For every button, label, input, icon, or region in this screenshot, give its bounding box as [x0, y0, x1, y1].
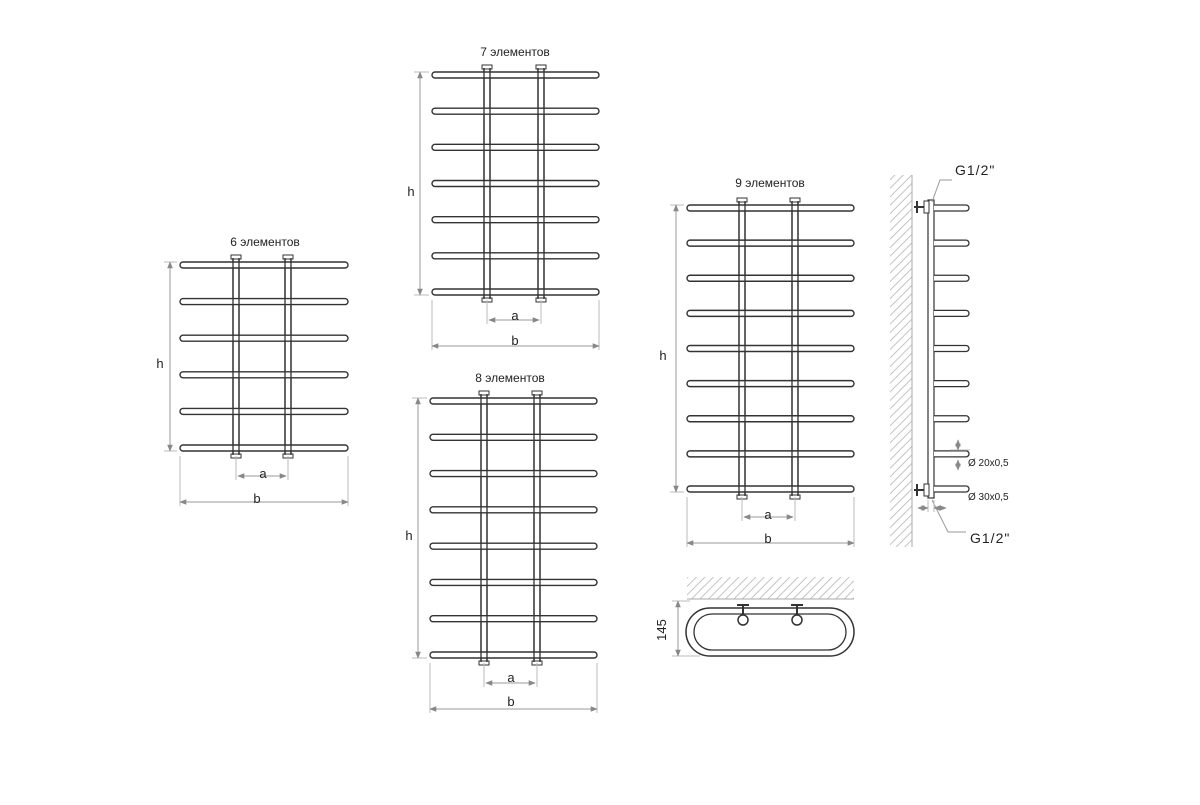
side-collector: [927, 199, 935, 499]
radiator-7-elements: [414, 64, 600, 350]
caption-8-elements: 8 элементов: [475, 371, 545, 385]
radiator-6-elements: [164, 254, 349, 506]
tube-6: [686, 379, 855, 388]
collector-cap-top: [282, 254, 294, 260]
leader-g-top: [931, 179, 952, 203]
side-tube: [934, 379, 970, 388]
collector-cap-top: [736, 197, 748, 203]
collector-cap-top: [478, 390, 490, 396]
label-g-bottom: G1/2": [970, 530, 1010, 546]
label-g-top: G1/2": [955, 162, 995, 178]
dim-a-7: a: [511, 308, 519, 323]
dim-b-8: b: [507, 694, 514, 709]
tube-5: [686, 344, 855, 353]
dim-b-6: b: [253, 491, 260, 506]
connector-nut: [923, 483, 930, 497]
radiator-9-elements: [670, 197, 855, 547]
side-tube: [934, 415, 970, 423]
tube-5: [179, 407, 349, 416]
tube-4: [429, 506, 598, 514]
top-view: [672, 577, 855, 657]
wall-hatch: [890, 175, 912, 547]
collector-cap-top: [230, 254, 242, 260]
tube-outline-inner: [693, 613, 847, 651]
tube-1: [429, 397, 598, 405]
connector-nut: [923, 200, 930, 214]
tube-1: [179, 261, 349, 269]
side-tube: [934, 274, 970, 282]
collector-cap-top: [535, 64, 547, 70]
tube-2: [429, 433, 598, 441]
side-tube: [934, 485, 970, 493]
side-tube: [934, 239, 970, 247]
tube-3: [429, 469, 598, 478]
tube-7: [686, 415, 855, 423]
tube-3: [431, 143, 600, 152]
dim-h-9: h: [659, 348, 666, 363]
caption-7-elements: 7 элементов: [480, 45, 550, 59]
tube-6: [179, 444, 349, 452]
tube-3: [179, 334, 349, 342]
side-tube: [934, 309, 970, 318]
tube-4: [179, 371, 349, 379]
tube-8: [686, 450, 855, 458]
collector-cap-top: [789, 197, 801, 203]
tube-4: [431, 179, 600, 188]
side-tube: [934, 204, 970, 212]
dim-h-6: h: [156, 356, 163, 371]
dim-depth: 145: [654, 619, 669, 641]
tube-1: [431, 71, 600, 79]
dim-h-8: h: [405, 528, 412, 543]
tube-3: [686, 274, 855, 282]
wall-hatch-top: [687, 577, 854, 599]
dim-a-8: a: [507, 670, 515, 685]
dim-b-9: b: [764, 531, 771, 546]
tube-6: [431, 252, 600, 260]
tube-6: [429, 578, 598, 587]
tube-9: [686, 485, 855, 493]
radiator-8-elements: [412, 390, 598, 713]
tube-2: [179, 297, 349, 306]
side-tube: [934, 344, 970, 353]
collector-cap-top: [531, 390, 543, 396]
caption-9-elements: 9 элементов: [735, 176, 805, 190]
side-tube: [934, 450, 970, 458]
tube-7: [431, 288, 600, 296]
label-collector-diameter: Ø 30x0,5: [968, 492, 1009, 503]
dim-b-7: b: [511, 333, 518, 348]
collector-1: [232, 257, 240, 456]
tube-7: [429, 615, 598, 623]
top-collector-2: [791, 614, 803, 626]
tube-2: [686, 239, 855, 247]
tube-5: [429, 542, 598, 550]
dim-h-7: h: [407, 184, 414, 199]
tube-2: [431, 107, 600, 115]
dim-a-6: a: [259, 466, 267, 481]
tube-5: [431, 215, 600, 224]
dim-a-9: a: [764, 507, 772, 522]
caption-6-elements: 6 элементов: [230, 235, 300, 249]
label-tube-diameter: Ø 20x0,5: [968, 458, 1009, 469]
tube-1: [686, 204, 855, 212]
tube-outline-outer: [685, 607, 855, 657]
collector-2: [284, 257, 292, 456]
top-collector-1: [737, 614, 749, 626]
side-view: [890, 175, 970, 547]
leader-g-bottom: [931, 499, 966, 533]
tube-4: [686, 309, 855, 318]
tube-8: [429, 651, 598, 659]
collector-cap-top: [481, 64, 493, 70]
